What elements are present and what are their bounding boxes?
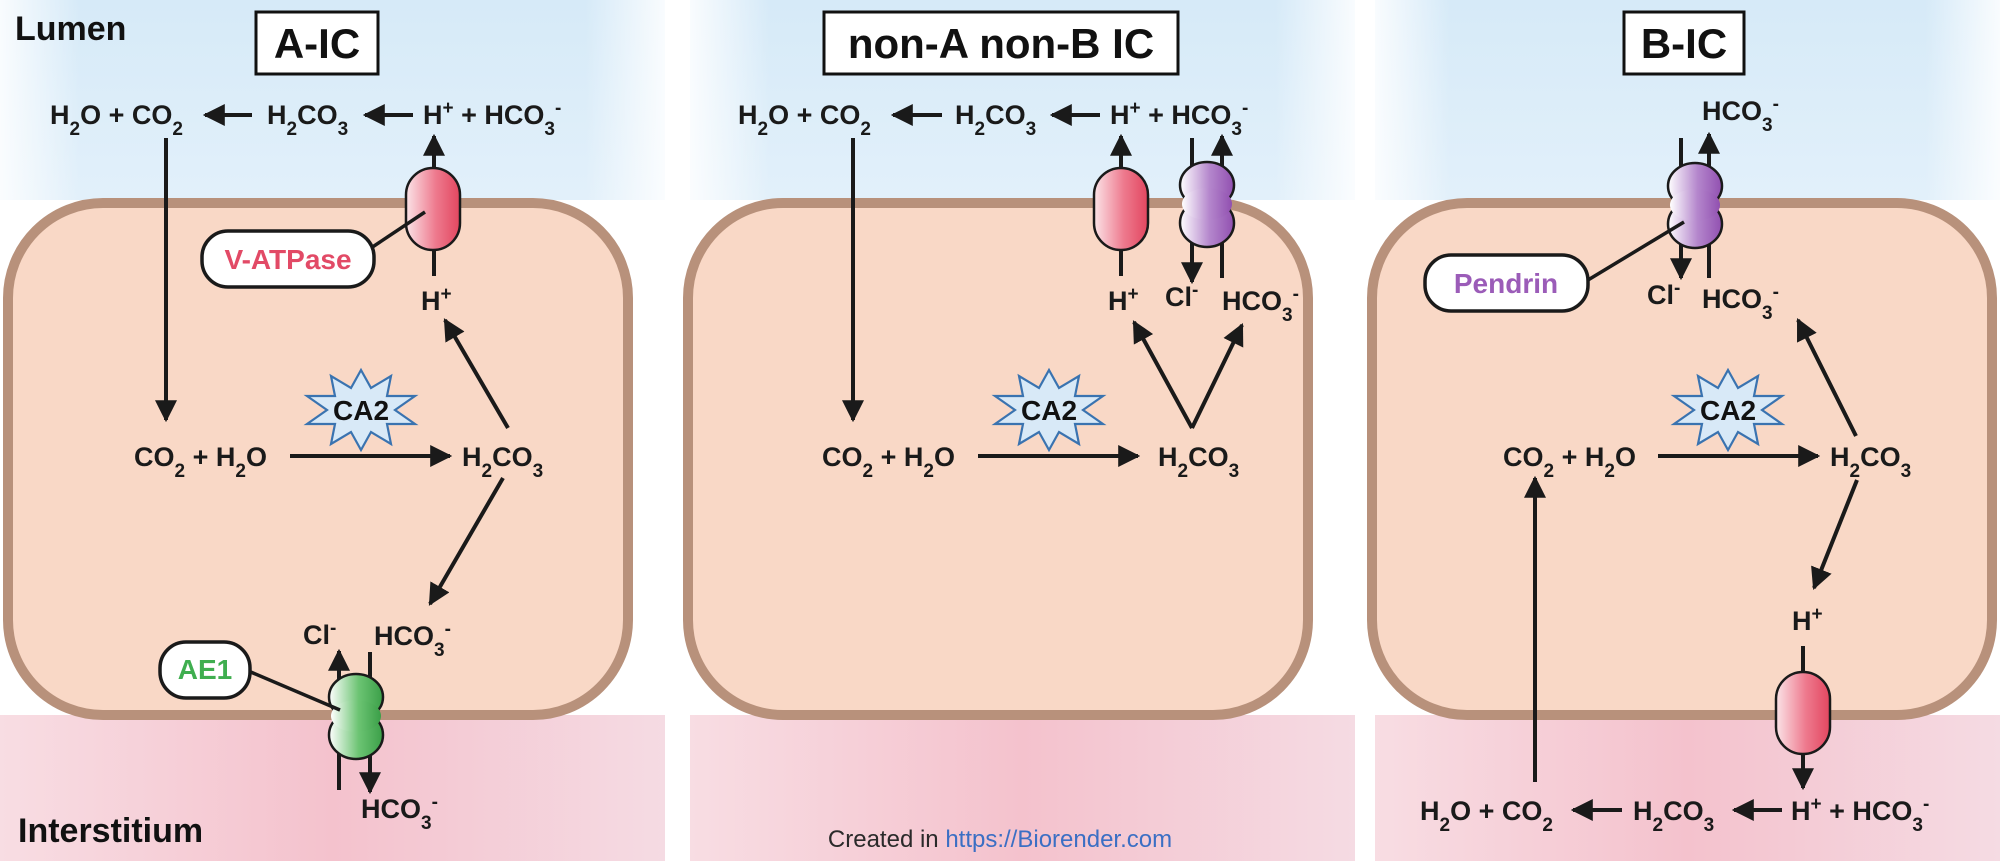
non-ab-ca2: CA2	[991, 367, 1107, 453]
b-ic-inner-cl: Cl-	[1647, 278, 1680, 311]
v-atpase-label-text: V-ATPase	[224, 244, 351, 275]
b-ic-co2-h2o: CO2 + H2O	[1503, 442, 1636, 482]
b-ic-inner-h: H+	[1792, 604, 1823, 637]
non-ab-ca2-burst	[991, 367, 1107, 453]
a-ic-arrow-to-hco3	[428, 476, 505, 606]
title-non-ab-ic: non-A non-B IC	[822, 10, 1180, 76]
title-b-ic: B-IC	[1622, 10, 1746, 76]
b-ic-arrow-to-hco3	[1796, 318, 1858, 437]
non-ab-lumen-h2o-co2: H2O + CO2	[738, 100, 871, 140]
a-ic-ae1	[327, 648, 385, 795]
non-ab-v-atpase	[1092, 133, 1150, 276]
title-non-ab-ic-text: non-A non-B IC	[848, 20, 1154, 67]
non-ab-v-atpase-transporter	[1092, 166, 1150, 252]
non-ab-h2co3: H2CO3	[1158, 442, 1239, 482]
title-a-ic: A-IC	[254, 10, 380, 76]
ae1-callout-line	[245, 668, 341, 712]
pendrin-label-text: Pendrin	[1454, 268, 1558, 299]
credit-prefix: Created in	[827, 826, 939, 853]
b-ic-basal-equation: H2O + CO2 H2CO3 H+ + HCO3-	[1420, 794, 1929, 836]
b-ic-v-atpase	[1774, 646, 1832, 791]
pendrin-label: Pendrin	[1423, 253, 1590, 313]
non-ab-lumen-h-hco3: H+ + HCO3-	[1110, 98, 1248, 140]
a-ic-inner-h: H+	[421, 284, 452, 317]
lumen-label: Lumen	[15, 10, 126, 48]
non-ab-inner-h: H+	[1108, 284, 1139, 317]
a-ic-lumen-h2co3: H2CO3	[267, 100, 348, 140]
non-ab-ca2-text: CA2	[1021, 395, 1077, 426]
non-ab-inner-cl: Cl-	[1165, 280, 1198, 313]
a-ic-v-atpase	[404, 133, 462, 276]
title-a-ic-text: A-IC	[274, 20, 360, 67]
a-ic-h2co3: H2CO3	[462, 442, 543, 482]
cell-a-ic	[3, 198, 633, 720]
non-ab-pendrin	[1178, 133, 1236, 285]
a-ic-basal-hco3: HCO3-	[361, 792, 438, 834]
b-ic-pendrin	[1666, 131, 1724, 281]
b-ic-arrow-to-h	[1811, 479, 1859, 591]
interstitium-backgrounds	[0, 715, 2000, 861]
b-ic-basal-h-hco3: H+ + HCO3-	[1791, 794, 1929, 836]
a-ic-ca2-text: CA2	[333, 395, 389, 426]
non-ab-arrow-to-hco3	[1190, 323, 1244, 429]
a-ic-arrow-to-h	[443, 318, 510, 430]
ae1-label: AE1	[158, 640, 252, 700]
a-ic-ca2: CA2	[303, 367, 419, 453]
v-atpase-label: V-ATPase	[200, 229, 376, 289]
title-b-ic-text: B-IC	[1641, 20, 1727, 67]
b-ic-v-atpase-transporter	[1774, 670, 1832, 756]
b-ic-lumen-hco3: HCO3-	[1702, 94, 1779, 136]
interstitium-label: Interstitium	[18, 812, 203, 850]
non-ab-co2-h2o: CO2 + H2O	[822, 442, 955, 482]
a-ic-co2-h2o: CO2 + H2O	[134, 442, 267, 482]
a-ic-lumen-h2o-co2: H2O + CO2	[50, 100, 183, 140]
b-ic-h2co3: H2CO3	[1830, 442, 1911, 482]
a-ic-inner-cl: Cl-	[303, 618, 336, 651]
non-ab-lumen-h2co3: H2CO3	[955, 100, 1036, 140]
non-ab-inner-hco3: HCO3-	[1222, 284, 1299, 326]
b-ic-ca2: CA2	[1670, 367, 1786, 453]
b-ic-inner-hco3: HCO3-	[1702, 282, 1779, 324]
v-atpase-callout-line	[370, 210, 426, 250]
ae1-label-text: AE1	[178, 654, 232, 685]
credit-link[interactable]: https://Biorender.com	[945, 826, 1173, 853]
non-ab-arrow-to-h	[1132, 320, 1194, 429]
b-ic-ca2-text: CA2	[1700, 395, 1756, 426]
a-ic-lumen-equation: H2O + CO2 H2CO3 H+ + HCO3-	[50, 98, 561, 140]
non-ab-lumen-equation: H2O + CO2 H2CO3 H+ + HCO3-	[738, 98, 1248, 140]
b-ic-basal-h2o-co2: H2O + CO2	[1420, 796, 1553, 836]
a-ic-ca2-burst	[303, 367, 419, 453]
b-ic-ca2-burst	[1670, 367, 1786, 453]
a-ic-inner-hco3: HCO3-	[374, 619, 451, 661]
v-atpase-transporter	[404, 166, 462, 252]
a-ic-lumen-h-hco3: H+ + HCO3-	[423, 98, 561, 140]
b-ic-basal-h2co3: H2CO3	[1633, 796, 1714, 836]
credit-line: Created in https://Biorender.com	[0, 826, 2000, 854]
pendrin-callout-line	[1587, 220, 1685, 282]
